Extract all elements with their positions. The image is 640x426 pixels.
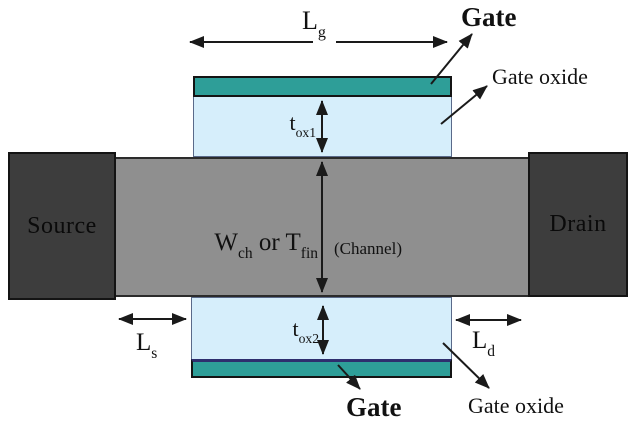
tox2-label: tox2 (292, 316, 319, 347)
source-region: Source (8, 152, 116, 300)
tox1-label: tox1 (289, 110, 316, 141)
gate-bottom-pointer-arrow (337, 364, 361, 390)
gate-oxide-bottom-label: Gate oxide (468, 393, 564, 418)
drain-label: Drain (549, 211, 607, 237)
gate-oxide-top-label: Gate oxide (492, 64, 588, 89)
drain-region: Drain (528, 152, 628, 297)
gate-bottom-label: Gate (346, 392, 402, 422)
gate-top-pointer-arrow (430, 33, 473, 85)
gate-top-label: Gate (461, 2, 517, 32)
gate-top-region (193, 76, 452, 97)
lg-label: Lg (302, 6, 326, 42)
channel-paren-label: (Channel) (334, 239, 402, 258)
source-label: Source (27, 212, 97, 239)
gate-oxide-bottom-pointer-arrow (442, 342, 490, 389)
ls-label: Ls (136, 329, 158, 362)
ld-label: Ld (472, 327, 496, 360)
channel-width-label: Wch or Tfin (214, 229, 318, 262)
gate-bottom-region (191, 359, 452, 378)
gate-oxide-top-pointer-arrow (440, 85, 488, 125)
